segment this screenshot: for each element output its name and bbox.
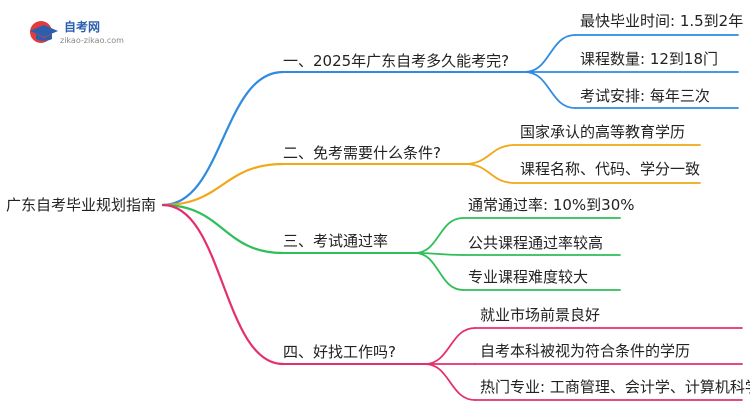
branch-2-label: 二、免考需要什么条件? [283, 144, 441, 162]
branch-3-leaf-3-connector [414, 252, 464, 291]
branch-4-connector [161, 203, 285, 366]
branch-2-item-1: 国家承认的高等教育学历 [520, 123, 686, 141]
branch-3-item-3: 专业课程难度较大 [468, 268, 589, 286]
branch-2-leaf-2-connector [464, 163, 516, 184]
branch-1-item-3: 考试安排: 每年三次 [580, 87, 710, 105]
branch-3-item-2: 公共课程通过率较高 [468, 234, 604, 252]
branch-3-item-1: 通常通过率: 10%到30% [468, 196, 635, 214]
branch-4-leaf-3-connector [424, 363, 476, 401]
root-topic: 广东自考毕业规划指南 [6, 196, 157, 214]
branch-3-leaf-1-connector [414, 217, 464, 254]
branch-2-item-2: 课程名称、代码、学分一致 [520, 160, 701, 178]
branch-4-label: 四、好找工作吗? [283, 343, 396, 361]
branch-1-leaf-3-connector [524, 71, 576, 109]
logo-url: zikao-zikao.com [60, 36, 124, 45]
branch-4-item-1: 就业市场前景良好 [480, 306, 601, 324]
logo-title: 自考网 [64, 20, 101, 34]
graduation-cap-icon [30, 21, 58, 43]
branch-1-leaf-1-connector [524, 34, 576, 73]
branch-3-label: 三、考试通过率 [283, 232, 389, 250]
branch-1-label: 一、2025年广东自考多久能考完? [283, 52, 510, 70]
branch-1-connector [161, 70, 285, 207]
branch-2-leaf-1-connector [464, 144, 516, 165]
branch-1-item-1: 最快毕业时间: 1.5到2年 [580, 12, 744, 30]
branch-1-item-2: 课程数量: 12到18门 [580, 50, 718, 68]
logo: 自考网 zikao-zikao.com [26, 15, 166, 49]
branch-4-leaf-1-connector [424, 327, 476, 365]
branch-2-connector [161, 162, 285, 207]
branch-4-item-2: 自考本科被视为符合条件的学历 [480, 342, 691, 360]
branch-4-item-3: 热门专业: 工商管理、会计学、计算机科学 [480, 378, 750, 396]
branch-3-connector [161, 203, 285, 255]
